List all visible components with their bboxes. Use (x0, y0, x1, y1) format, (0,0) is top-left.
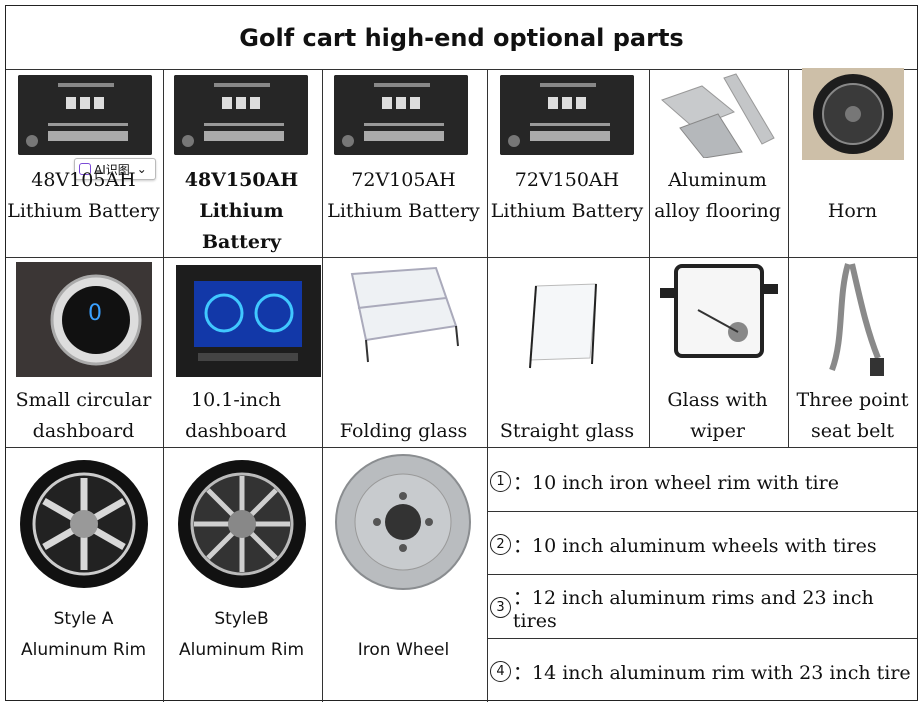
col-divider (487, 69, 488, 702)
option-text: ：10 inch iron wheel rim with tire (513, 471, 839, 494)
label-line: Lithium (199, 200, 284, 222)
label-line: 72V105AH (351, 169, 456, 191)
circular-dashboard-image: 0 (16, 262, 152, 377)
col-divider (788, 69, 789, 447)
circled-number: 2 (490, 533, 511, 555)
label-line: Lithium Battery (490, 200, 644, 222)
option-text: ：10 inch aluminum wheels with tires (513, 534, 877, 557)
label-style-a: Style A Aluminum Rim (5, 604, 162, 666)
horn-image (802, 68, 904, 160)
battery-image-72v105 (334, 75, 468, 155)
label-72v150: 72V150AH Lithium Battery (486, 165, 648, 227)
table-title: Golf cart high-end optional parts (239, 24, 684, 52)
label-line: dashboard (32, 420, 135, 442)
label-line: Three point (796, 389, 909, 411)
label-line: dashboard (185, 420, 287, 442)
aluminum-flooring-image (658, 72, 776, 158)
label-line: Folding glass (339, 420, 468, 442)
label-line: Aluminum Rim (178, 640, 305, 660)
option-1: 1：10 inch iron wheel rim with tire (490, 466, 839, 496)
circled-number: 1 (490, 470, 511, 492)
row-divider (6, 69, 917, 70)
circled-number: 4 (490, 660, 511, 682)
straight-glass-image (524, 280, 604, 372)
label-small-circular-dashboard: Small circular dashboard (5, 385, 162, 447)
option-text: ：14 inch aluminum rim with 23 inch tire (513, 661, 911, 684)
row-divider (6, 257, 917, 258)
style-a-rim-image (18, 458, 150, 590)
label-line: Battery (201, 231, 282, 253)
row-divider (487, 638, 917, 639)
label-line: Horn (827, 200, 878, 222)
option-3: 3：12 inch aluminum rims and 23 inch tire… (490, 587, 922, 632)
battery-image-48v105 (18, 75, 152, 155)
label-line: Small circular (15, 389, 152, 411)
label-iron-wheel: Iron Wheel (321, 635, 486, 666)
col-divider (163, 69, 164, 702)
label-folding-glass: Folding glass (321, 416, 486, 447)
iron-wheel-image (334, 452, 472, 592)
label-line: 72V150AH (514, 169, 620, 191)
label-line: Lithium Battery (7, 200, 160, 222)
circled-number: 3 (490, 596, 511, 618)
option-text: ：12 inch aluminum rims and 23 inch tires (512, 586, 874, 632)
ten-inch-dashboard-image (176, 265, 321, 377)
label-72v105: 72V105AH Lithium Battery (321, 165, 486, 227)
label-straight-glass: Straight glass (486, 416, 648, 447)
row-divider (487, 574, 917, 575)
label-line: StyleB (214, 609, 269, 629)
chevron-down-icon[interactable]: ⌄ (136, 162, 147, 176)
label-line: Lithium Battery (327, 200, 480, 222)
glass-with-wiper-image (658, 260, 778, 378)
label-line: Aluminum (668, 169, 767, 191)
label-line: Iron Wheel (357, 640, 450, 660)
col-divider (322, 69, 323, 702)
battery-image-48v150 (174, 75, 308, 155)
label-horn: Horn (787, 196, 918, 227)
label-aluminum-flooring: Aluminum alloy flooring (648, 165, 787, 227)
label-ten-inch-dashboard: 10.1-inch dashboard (162, 385, 310, 447)
parts-table: Golf cart high-end optional parts (5, 5, 918, 702)
ai-recognition-badge[interactable]: AI识图 ⌄ (74, 158, 156, 180)
label-glass-with-wiper: Glass with wiper (648, 385, 787, 447)
option-4: 4：14 inch aluminum rim with 23 inch tire (490, 656, 911, 686)
label-style-b: StyleB Aluminum Rim (162, 604, 321, 666)
label-line: Straight glass (499, 420, 635, 442)
label-line: seat belt (810, 420, 895, 442)
badge-label: AI识图 (94, 162, 130, 177)
label-line: wiper (690, 420, 745, 442)
label-line: Glass with (667, 389, 768, 411)
label-48v105: 48V105AH Lithium Battery (5, 165, 162, 227)
row-divider (487, 511, 917, 512)
ai-icon (79, 163, 91, 175)
style-b-rim-image (176, 458, 308, 590)
label-line: Style A (53, 609, 114, 629)
label-line: 48V150AH (184, 169, 299, 191)
option-2: 2：10 inch aluminum wheels with tires (490, 529, 877, 559)
col-divider (649, 69, 650, 447)
label-line: 48V105AH (31, 169, 136, 191)
label-line: Aluminum Rim (20, 640, 147, 660)
label-line: 10.1-inch (191, 389, 281, 411)
seat-belt-image (820, 258, 890, 380)
folding-glass-image (344, 266, 464, 366)
label-line: alloy flooring (654, 200, 781, 222)
battery-image-72v150 (500, 75, 634, 155)
label-seat-belt: Three point seat belt (787, 385, 918, 447)
row-divider (6, 447, 917, 448)
svg-text:0: 0 (88, 301, 102, 326)
